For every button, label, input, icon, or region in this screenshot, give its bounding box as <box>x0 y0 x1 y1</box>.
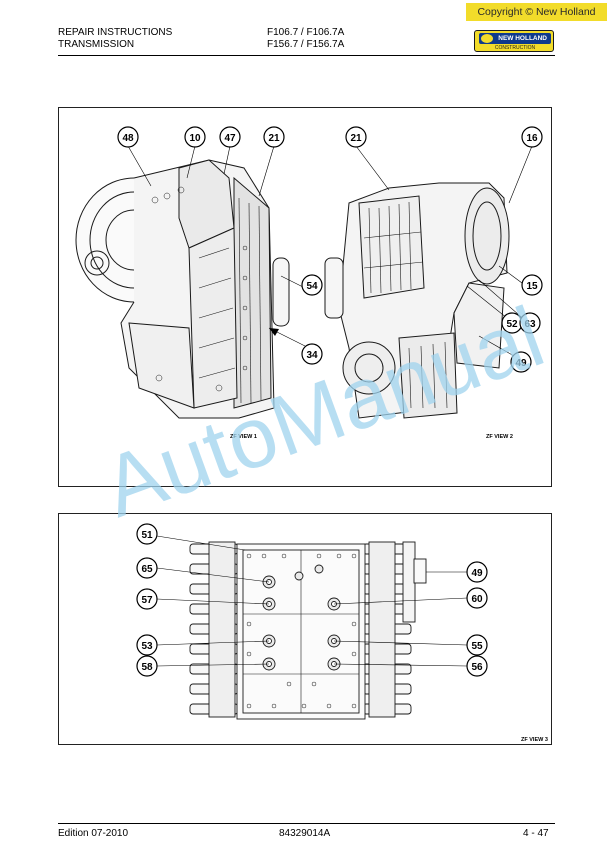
callout-34: 34 <box>301 343 323 365</box>
figure-zf-view-1-2: 48 10 47 21 54 34 21 16 15 52 63 49 ZF V… <box>58 107 552 487</box>
valve-block-illustration <box>156 535 468 720</box>
svg-text:57: 57 <box>141 595 153 606</box>
callout-47: 47 <box>219 126 241 148</box>
footer-edition: Edition 07-2010 <box>58 828 129 839</box>
svg-text:15: 15 <box>526 281 538 292</box>
callout-57: 57 <box>136 588 158 610</box>
svg-text:51: 51 <box>141 530 153 541</box>
header-subtitle: TRANSMISSION <box>58 39 135 50</box>
svg-text:49: 49 <box>471 568 483 579</box>
copyright-banner: Copyright © New Holland <box>466 3 607 21</box>
svg-text:63: 63 <box>524 319 536 330</box>
figure2-callouts: 51 65 57 53 58 49 60 55 56 ZF VIEW 3 <box>136 523 548 743</box>
header-rule <box>58 55 555 56</box>
header-title: REPAIR INSTRUCTIONS <box>58 27 173 38</box>
svg-text:55: 55 <box>471 641 483 652</box>
svg-text:54: 54 <box>306 281 318 292</box>
label-zf-view-3: ZF VIEW 3 <box>521 737 548 743</box>
callout-10: 10 <box>184 126 206 148</box>
label-zf-view-2: ZF VIEW 2 <box>486 434 513 440</box>
callout-16: 16 <box>521 126 543 148</box>
callout-49: 49 <box>510 351 532 373</box>
header-model-line2: F156.7 / F156.7A <box>267 39 345 50</box>
callout-63: 63 <box>519 312 541 334</box>
header-left: REPAIR INSTRUCTIONS TRANSMISSION <box>58 27 172 51</box>
svg-text:34: 34 <box>306 350 318 361</box>
transmission-illustration <box>75 145 533 419</box>
label-zf-view-1: ZF VIEW 1 <box>230 434 257 440</box>
svg-text:16: 16 <box>526 133 538 144</box>
svg-text:49: 49 <box>515 358 527 369</box>
svg-text:48: 48 <box>122 133 134 144</box>
callout-58: 58 <box>136 655 158 677</box>
header-models: F106.7 / F106.7A F156.7 / F156.7A <box>267 27 344 51</box>
svg-text:52: 52 <box>506 319 518 330</box>
svg-text:21: 21 <box>268 133 280 144</box>
callout-48: 48 <box>117 126 139 148</box>
logo-sub: CONSTRUCTION <box>494 45 536 51</box>
callout-53: 53 <box>136 634 158 656</box>
callout-21-left: 21 <box>263 126 285 148</box>
callout-21-right: 21 <box>345 126 367 148</box>
svg-text:60: 60 <box>471 594 483 605</box>
callout-52: 52 <box>501 312 523 334</box>
callout-56: 56 <box>466 655 488 677</box>
logo-brand: NEW HOLLAND <box>479 33 551 44</box>
footer-rule <box>58 823 555 824</box>
figure1-callouts: 48 10 47 21 54 34 21 16 15 52 63 49 ZF V… <box>117 126 543 440</box>
svg-text:47: 47 <box>224 133 236 144</box>
callout-65: 65 <box>136 557 158 579</box>
svg-text:21: 21 <box>350 133 362 144</box>
svg-text:10: 10 <box>189 133 201 144</box>
callout-49-view3: 49 <box>466 561 488 583</box>
callout-54: 54 <box>301 274 323 296</box>
header-model-line1: F106.7 / F106.7A <box>267 27 345 38</box>
callout-51: 51 <box>136 523 158 545</box>
footer-doc-number: 84329014A <box>279 828 331 839</box>
footer-page-number: 4 - 47 <box>523 828 549 839</box>
callout-15: 15 <box>521 274 543 296</box>
svg-text:65: 65 <box>141 564 153 575</box>
new-holland-logo: NEW HOLLAND CONSTRUCTION <box>474 30 554 52</box>
callout-60: 60 <box>466 587 488 609</box>
callout-55: 55 <box>466 634 488 656</box>
svg-text:56: 56 <box>471 662 483 673</box>
logo-leaf-icon <box>481 34 493 43</box>
figure-zf-view-3: 51 65 57 53 58 49 60 55 56 ZF VIEW 3 <box>58 513 552 745</box>
svg-text:58: 58 <box>141 662 153 673</box>
svg-text:53: 53 <box>141 641 153 652</box>
